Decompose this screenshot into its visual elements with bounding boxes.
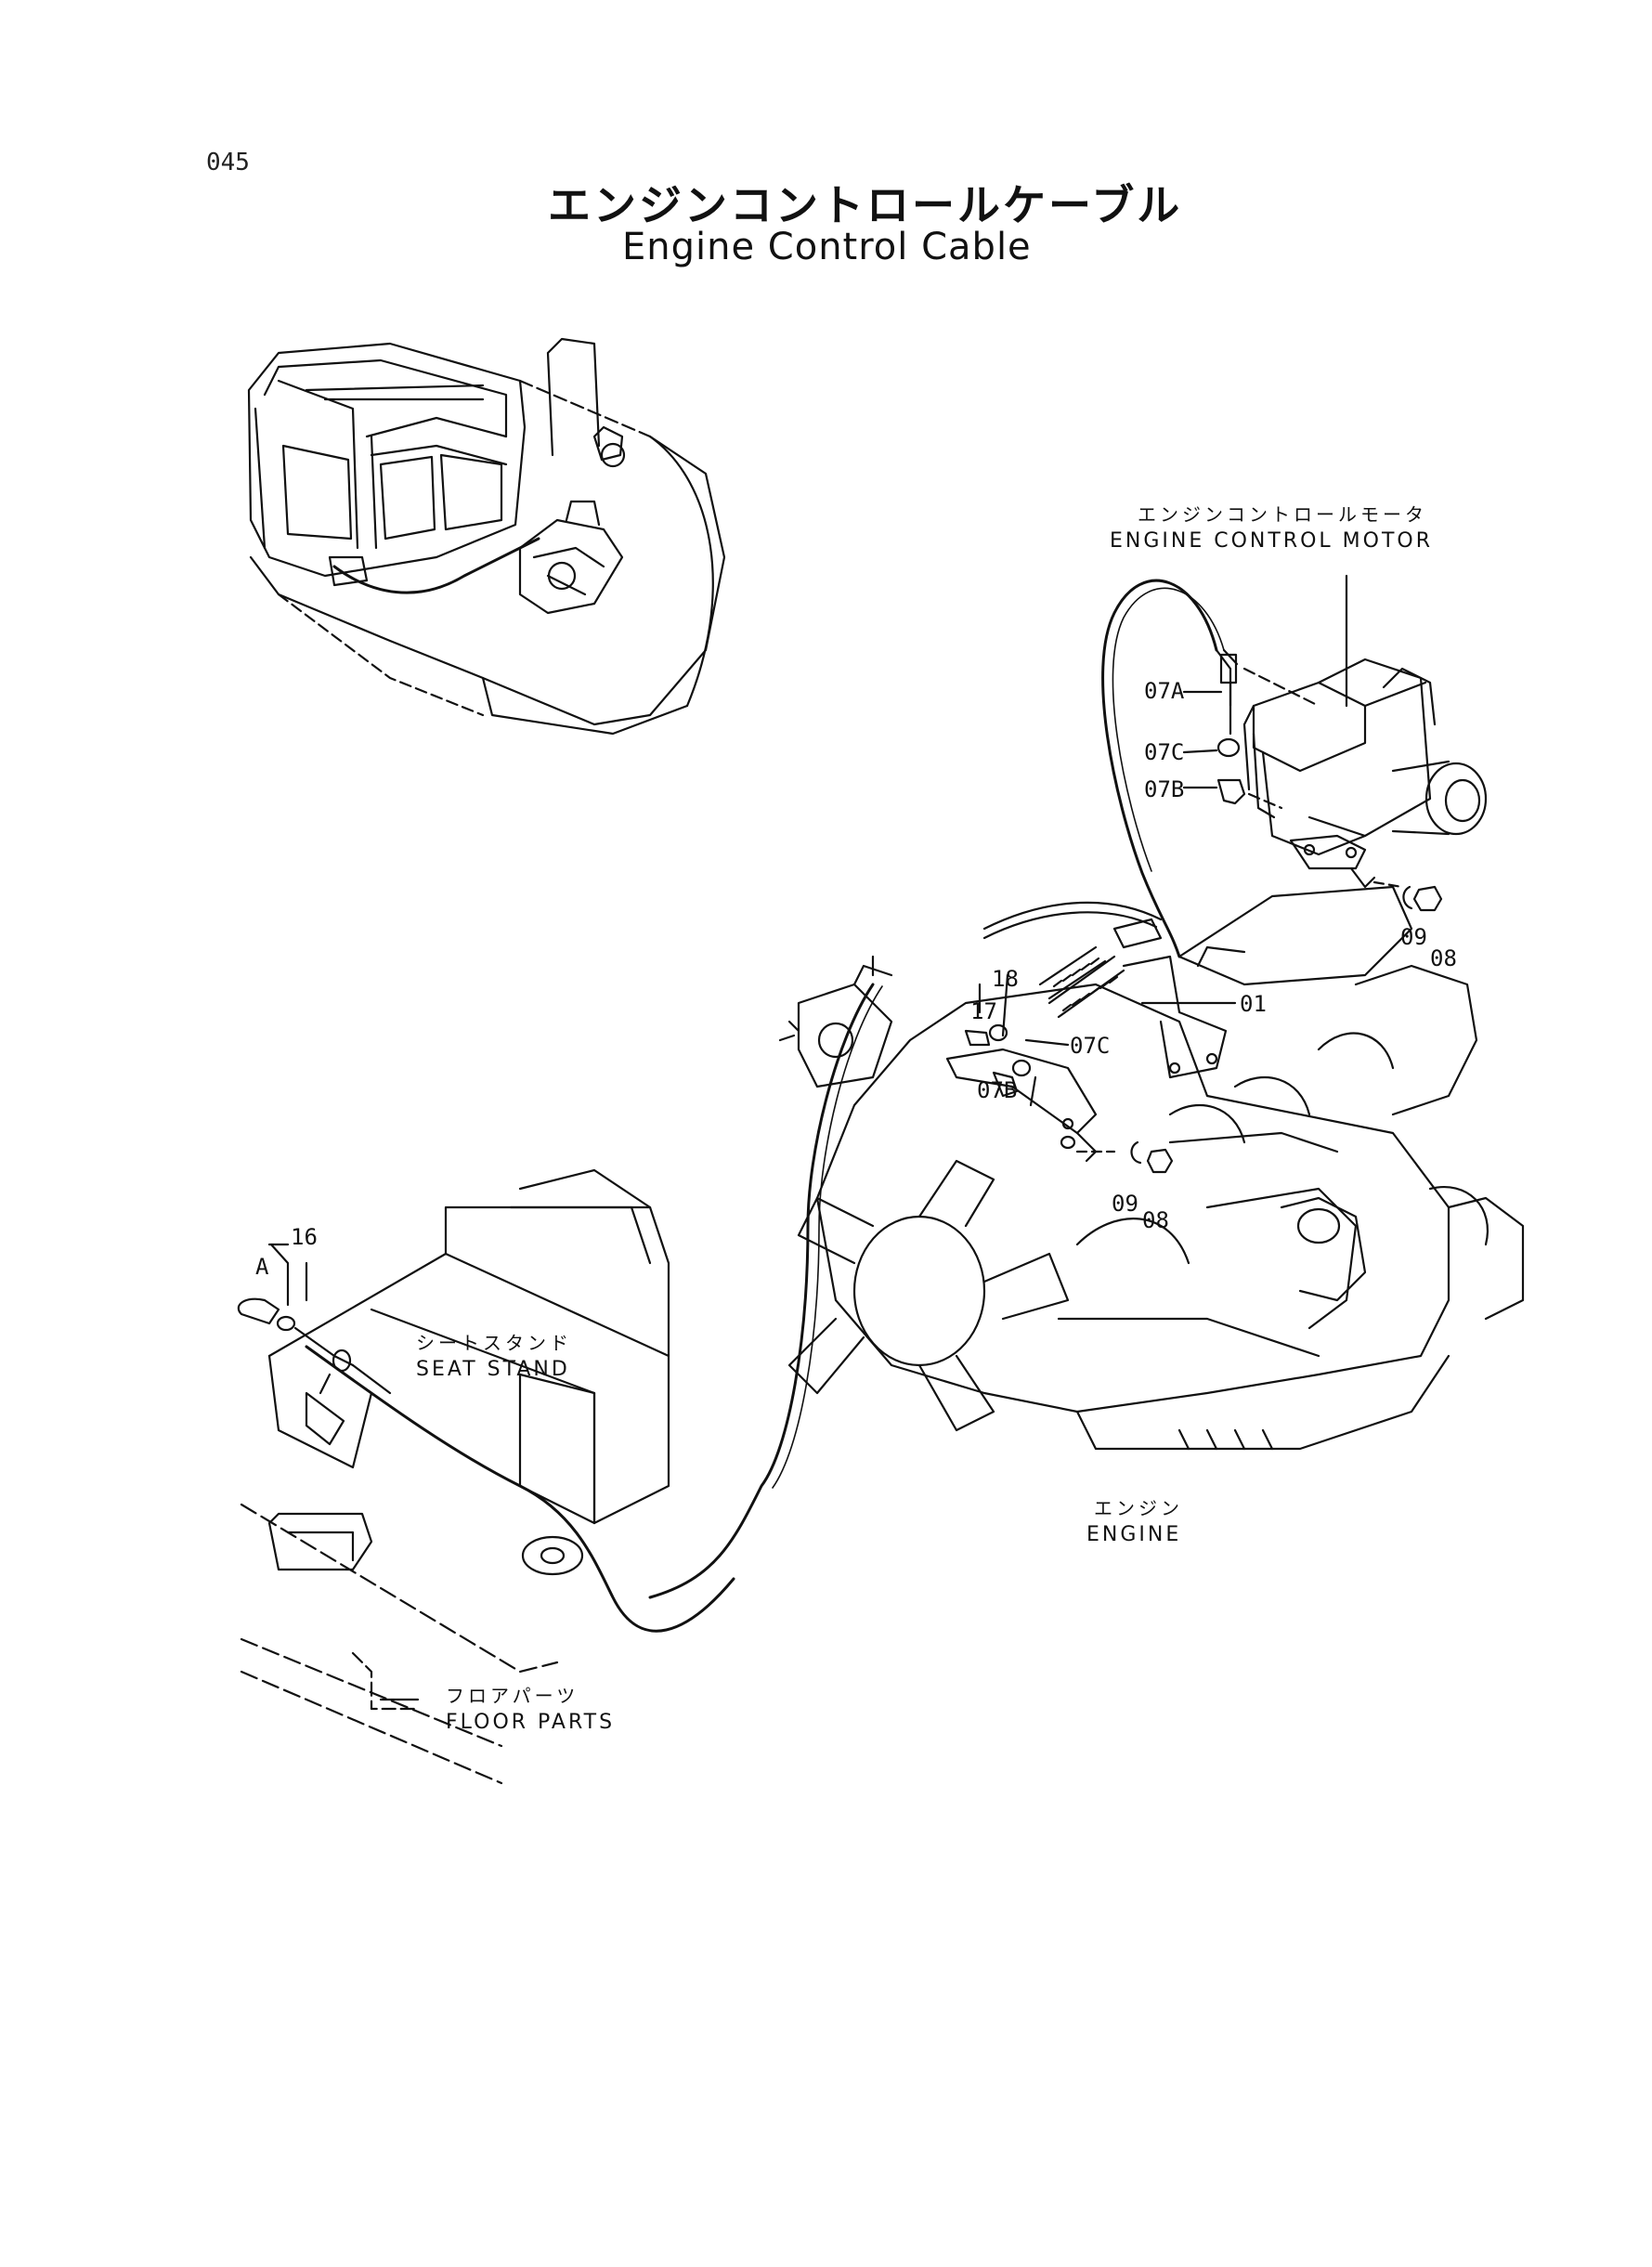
page-title-english: Engine Control Cable bbox=[622, 226, 1032, 268]
engine-control-motor-label-en: ENGINE CONTROL MOTOR bbox=[1110, 529, 1434, 553]
engine-control-motor-illustration bbox=[1101, 574, 1488, 958]
part-label-09-motor: 09 bbox=[1400, 924, 1427, 950]
part-label-17: 17 bbox=[970, 998, 997, 1024]
seat-stand-label-jp: シートスタンド bbox=[416, 1332, 572, 1354]
part-label-16: 16 bbox=[291, 1224, 318, 1250]
seat-stand-label-en: SEAT STAND bbox=[416, 1358, 570, 1381]
part-label-07b-motor: 07B bbox=[1144, 776, 1185, 802]
excavator-overview-illustration bbox=[247, 337, 726, 736]
page-number: 045 bbox=[206, 149, 250, 176]
part-label-09-engine: 09 bbox=[1112, 1191, 1138, 1217]
part-label-01: 01 bbox=[1240, 991, 1267, 1017]
part-label-08-engine: 08 bbox=[1142, 1207, 1169, 1233]
part-label-18: 18 bbox=[992, 966, 1019, 992]
part-label-07b-engine: 07B bbox=[977, 1077, 1018, 1103]
floor-parts-label-en: FLOOR PARTS bbox=[446, 1711, 616, 1734]
floor-parts-label-jp: フロアパーツ bbox=[446, 1685, 579, 1707]
seat-stand-illustration bbox=[237, 1168, 735, 1785]
engine-label-en: ENGINE bbox=[1086, 1523, 1182, 1546]
page-title-japanese: エンジンコントロールケーブル bbox=[548, 180, 1183, 230]
engine-label-jp: エンジン bbox=[1094, 1497, 1183, 1519]
part-label-07c-motor: 07C bbox=[1144, 739, 1185, 765]
engine-illustration bbox=[648, 885, 1525, 1599]
part-label-07a: 07A bbox=[1144, 678, 1185, 704]
part-label-07c-engine: 07C bbox=[1070, 1033, 1111, 1059]
part-label-08-motor: 08 bbox=[1430, 945, 1457, 971]
engine-control-motor-label-jp: エンジンコントロールモータ bbox=[1138, 503, 1427, 526]
view-a-label: A bbox=[255, 1254, 269, 1280]
